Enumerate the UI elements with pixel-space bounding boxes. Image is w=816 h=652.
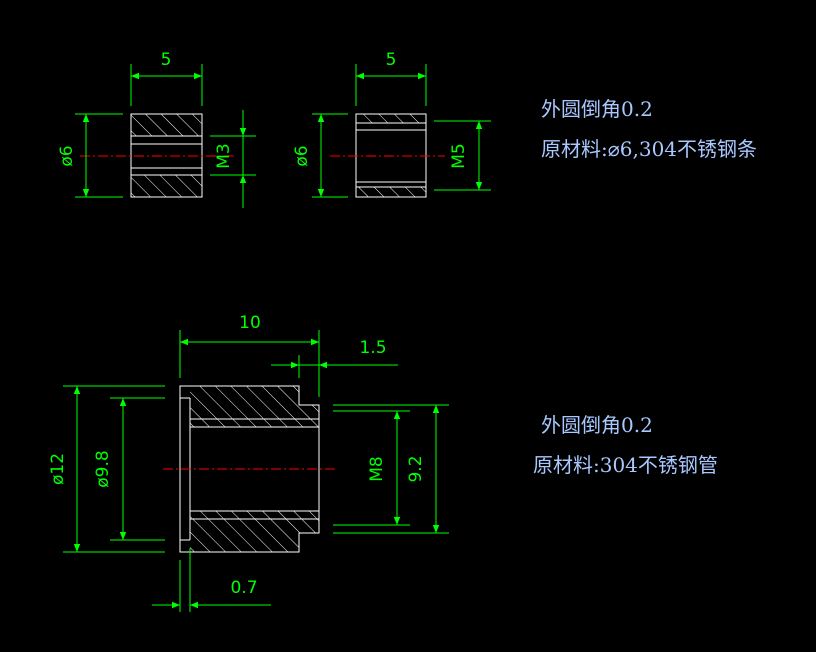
part3-length-label: 10 bbox=[239, 313, 261, 333]
part3-hatch-top bbox=[190, 386, 319, 427]
part3-step-label: 1.5 bbox=[359, 338, 386, 358]
part2-thread-label: M5 bbox=[449, 143, 469, 168]
part1-view: 5 ø6 M3 bbox=[57, 50, 256, 208]
part1-diameter-label: ø6 bbox=[57, 145, 77, 166]
part2-dimensions bbox=[312, 64, 491, 198]
part2-diameter-label: ø6 bbox=[292, 145, 312, 166]
part3-step-diameter-label: 9.2 bbox=[406, 455, 426, 482]
part3-dimensions bbox=[63, 330, 449, 612]
part2-hatch-bottom bbox=[355, 186, 427, 198]
part1-dimensions bbox=[75, 64, 256, 208]
part3-outline bbox=[179, 385, 320, 553]
part1-hatch-top bbox=[130, 113, 203, 137]
note-bottom-chamfer: 外圆倒角0.2 bbox=[541, 413, 653, 437]
part1-width-label: 5 bbox=[161, 50, 172, 70]
part3-inner-diameter-label: ø9.8 bbox=[93, 450, 113, 487]
part1-hatch-bottom bbox=[130, 174, 203, 198]
part3-thread-label: M8 bbox=[367, 456, 387, 481]
note-bottom-material: 原材料:304不锈钢管 bbox=[533, 453, 718, 477]
part3-hatch-bottom bbox=[190, 511, 319, 552]
note-top-chamfer: 外圆倒角0.2 bbox=[541, 97, 653, 121]
part2-view: 5 ø6 M5 bbox=[292, 50, 491, 198]
part3-outer-diameter-label: ø12 bbox=[48, 453, 68, 485]
part3-flange-label: 0.7 bbox=[230, 578, 257, 598]
part3-view: 10 1.5 ø12 ø9.8 M8 9.2 0.7 bbox=[48, 313, 449, 612]
part1-thread-label: M3 bbox=[214, 143, 234, 168]
part2-hatch-top bbox=[355, 113, 427, 124]
part2-width-label: 5 bbox=[386, 50, 397, 70]
note-top-material: 原材料:⌀6,304不锈钢条 bbox=[541, 137, 757, 161]
